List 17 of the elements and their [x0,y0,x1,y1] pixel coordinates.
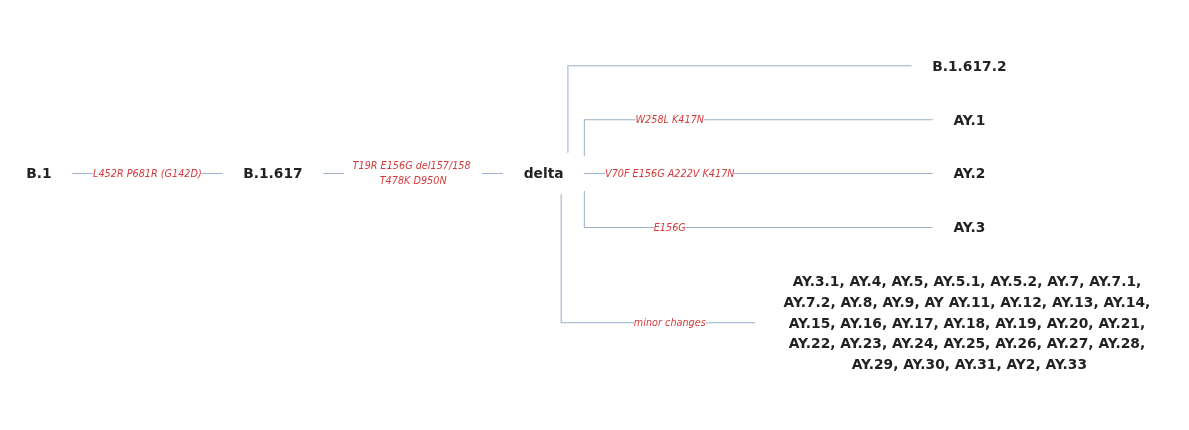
node-text: B.1 [26,165,52,182]
edge-label: V70F E156G A222V K417N [605,167,735,179]
edge-label: E156G [653,221,686,233]
node-text: AY.3 [953,219,986,236]
edge-label: W258L K417N [635,113,705,125]
node-text: AY.3.1, AY.4, AY.5, AY.5.1, AY.5.2, AY.7, AY.7.1, AY.7.2, AY.8, AY.9, AY AY.11, AY.12, AY.13, AY.14, AY.15, AY.16, AY.17, AY.18, AY.19, AY.20, AY.21, AY.22, AY.23, AY.24, AY.25, AY.26, AY.27, AY.28, AY.29, AY.30, AY.31, AY2, AY.33 [783,273,1151,373]
node-text: AY.1 [953,111,986,128]
edge-label: L452R P681R (G142D) [93,167,202,179]
node-text: B.1.617 [243,165,303,182]
node-text: AY.2 [953,165,986,182]
connector [567,65,912,154]
edge-label: T19R E156G del157/158 T478K D950N [352,160,471,186]
connector [583,190,934,228]
connector [560,193,756,324]
edge-label: minor changes [633,316,706,328]
node-text: B.1.617.2 [932,57,1007,75]
node-text: delta [523,165,564,182]
